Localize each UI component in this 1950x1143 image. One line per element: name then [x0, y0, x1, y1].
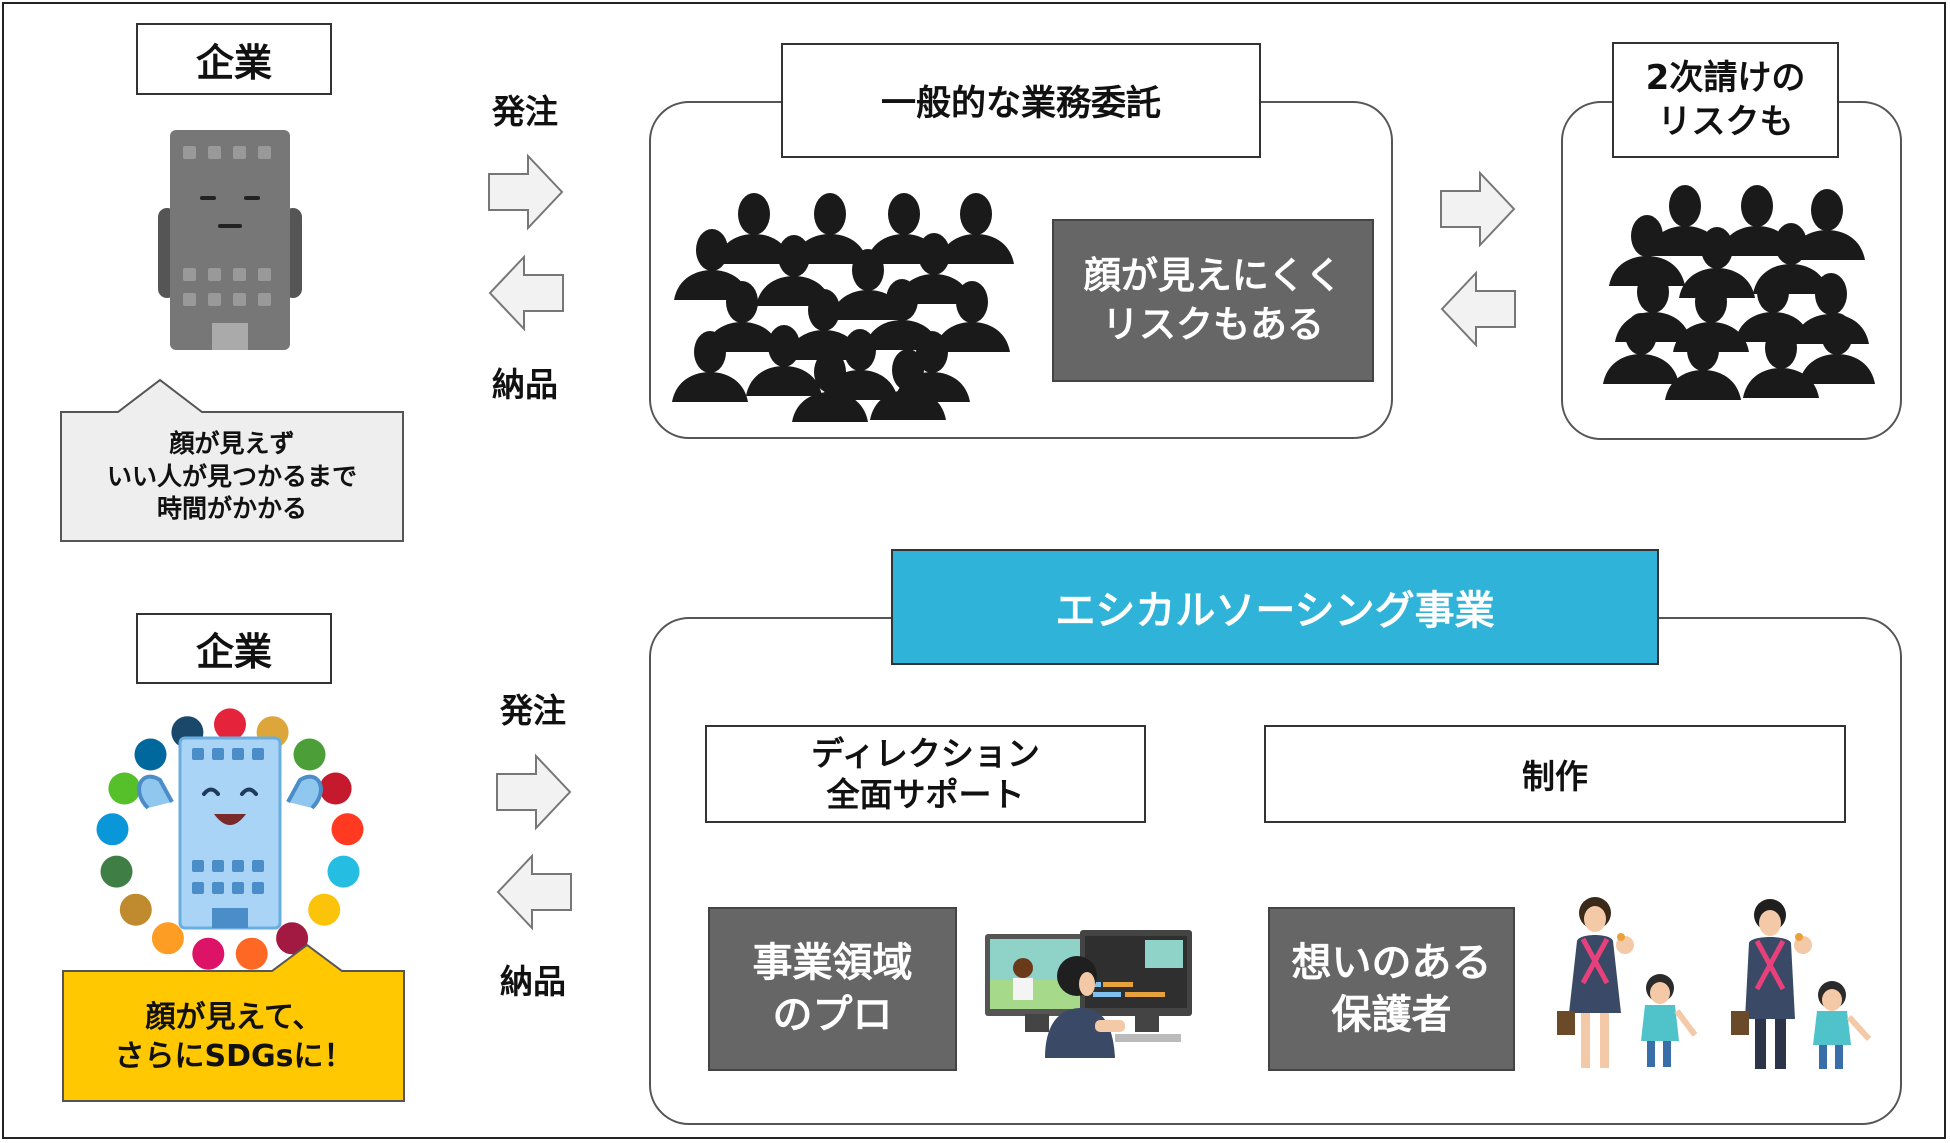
- risk-box: 顔が見えにくく リスクもある: [1052, 219, 1374, 382]
- sdg-color-dot: [327, 855, 360, 888]
- arrow-right-icon: [496, 753, 572, 831]
- sdg-color-dot: [192, 937, 225, 970]
- arrow-left-icon: [488, 254, 564, 332]
- ethical-sourcing-title: エシカルソーシング事業: [891, 549, 1659, 665]
- sdg-color-dot: [293, 738, 326, 771]
- delivery-label-top: 納品: [492, 365, 558, 404]
- sdg-color-dot: [134, 738, 167, 771]
- sdg-color-dot: [331, 813, 364, 846]
- subcontract-title: 2次請けの リスクも: [1612, 42, 1839, 158]
- sdg-color-dot: [235, 937, 268, 970]
- arrow-right-icon: [1440, 170, 1516, 248]
- sdg-color-dot: [96, 813, 129, 846]
- arrow-left-icon: [1440, 270, 1516, 348]
- sdg-color-dot: [108, 772, 141, 805]
- order-label-top: 発注: [492, 92, 558, 131]
- sdg-color-dot: [214, 708, 246, 741]
- direction-support-label: ディレクション 全面サポート: [705, 725, 1146, 823]
- speech-bubble-top: [60, 378, 404, 542]
- speech-bubble-top-text: 顔が見えず いい人が見つかるまで 時間がかかる: [106, 429, 357, 524]
- delivery-label-bottom: 納品: [500, 962, 566, 1001]
- speech-bubble-bottom-text: 顔が見えて、 さらにSDGsに！: [114, 999, 354, 1074]
- sdgs-building-icon: [96, 708, 364, 970]
- order-label-bottom: 発注: [500, 691, 566, 730]
- crowd-silhouettes-main: [672, 193, 1014, 422]
- company-label-top: 企業: [136, 23, 332, 95]
- sdg-color-dot: [319, 772, 352, 805]
- parents-with-children-illustration: [1557, 897, 1872, 1069]
- domain-pro-box: 事業領域 のプロ: [708, 907, 957, 1071]
- arrow-left-icon: [496, 853, 572, 931]
- production-label: 制作: [1264, 725, 1846, 823]
- speech-bubble-bottom: [62, 943, 405, 1102]
- sdg-color-dot: [276, 922, 309, 955]
- sdg-color-dot: [151, 922, 184, 955]
- guardian-box: 想いのある 保護者: [1268, 907, 1515, 1071]
- video-editor-illustration: [985, 930, 1192, 1058]
- outsourcing-title: 一般的な業務委託: [781, 43, 1261, 158]
- arrow-right-icon: [488, 153, 564, 231]
- sdg-color-dot: [100, 855, 133, 888]
- crowd-silhouettes-sub: [1603, 185, 1875, 400]
- company-building-icon: [158, 130, 302, 350]
- sdg-color-dot: [119, 893, 152, 926]
- sdg-color-dot: [308, 893, 341, 926]
- company-label-bottom: 企業: [136, 613, 332, 684]
